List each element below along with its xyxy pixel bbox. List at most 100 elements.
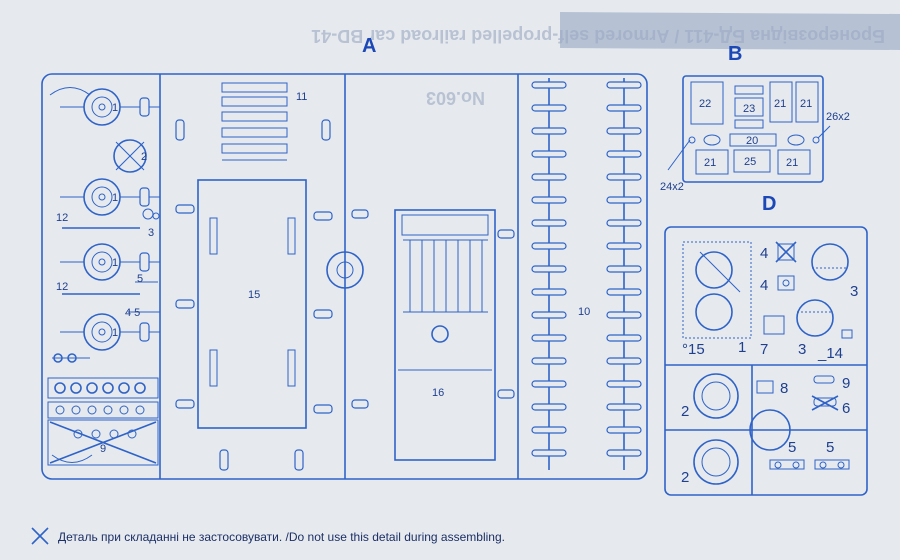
svg-text:11: 11 — [296, 91, 307, 103]
ladder-rung — [606, 334, 642, 342]
footer-text: Деталь при складанні не застосовувати. /… — [58, 530, 505, 544]
svg-text:10: 10 — [578, 306, 590, 318]
ladder-rung — [606, 81, 642, 89]
ladder-rung — [531, 242, 567, 250]
svg-text:3: 3 — [148, 227, 154, 239]
part-5b: 5 — [814, 439, 850, 470]
svg-text:2: 2 — [141, 151, 147, 163]
part-4a-crossed: 4 — [760, 241, 797, 263]
svg-text:1: 1 — [112, 102, 118, 114]
svg-text:1: 1 — [112, 257, 118, 269]
svg-text:12: 12 — [56, 212, 68, 224]
sprue-b-letter: B — [728, 43, 742, 65]
svg-text:1: 1 — [112, 327, 118, 339]
qty-26x2: 26x2 — [826, 111, 850, 123]
svg-text:21: 21 — [800, 98, 812, 110]
svg-text:9: 9 — [100, 443, 106, 455]
sprue-d-letter: D — [762, 193, 776, 215]
svg-text:25: 25 — [744, 156, 756, 168]
svg-text:1: 1 — [738, 339, 746, 356]
part-15: 15 — [197, 179, 307, 429]
svg-text:15: 15 — [248, 289, 260, 301]
leader-line — [667, 139, 691, 171]
svg-text:4 5: 4 5 — [125, 307, 140, 319]
svg-text:°15: °15 — [682, 341, 705, 358]
part-21b: 21 — [795, 81, 819, 123]
ladder-rung — [531, 219, 567, 227]
svg-text:12: 12 — [56, 281, 68, 293]
part-10: 10 — [531, 78, 642, 470]
part-9-crossed: 9 — [47, 419, 159, 466]
ladder-rung — [531, 403, 567, 411]
ladder-rung — [606, 104, 642, 112]
svg-text:2: 2 — [681, 469, 689, 486]
part-15-d: °15 1 — [682, 241, 752, 358]
gate — [51, 454, 93, 463]
svg-text:5: 5 — [137, 273, 143, 285]
wheel-part-1b: 1 — [60, 178, 160, 216]
part-21a: 21 — [769, 81, 793, 123]
wheel-part-1d: 1 — [60, 313, 160, 351]
qty-24x2: 24x2 — [660, 181, 684, 193]
svg-text:8: 8 — [780, 380, 788, 397]
svg-text:5: 5 — [788, 439, 796, 456]
part-21c: 21 — [695, 149, 729, 175]
ladder-rung — [531, 127, 567, 135]
ladder-rung — [606, 127, 642, 135]
svg-text:5: 5 — [826, 439, 834, 456]
part-3a: 3 — [811, 243, 858, 300]
ladder-rung — [531, 81, 567, 89]
disc-part — [326, 251, 364, 289]
part-12a: 12 — [56, 212, 140, 229]
part-5: 5 — [135, 273, 158, 285]
svg-text:4: 4 — [760, 277, 768, 294]
part-23: 23 — [734, 85, 764, 129]
ladder-rung — [531, 449, 567, 457]
svg-text:23: 23 — [743, 103, 755, 115]
ladder-rung — [606, 380, 642, 388]
ladder-rung — [606, 426, 642, 434]
cross-mark-icon — [31, 527, 49, 545]
wheel-part-1c: 1 — [60, 243, 160, 281]
ladder-rung — [606, 357, 642, 365]
part-14: _14 — [817, 329, 853, 362]
gate — [49, 87, 91, 96]
banner: Бронерозвідна БД-411 / Armored self-prop… — [311, 12, 900, 108]
part-4b: 4 — [760, 275, 795, 294]
footer-note: Деталь при складанні не застосовувати. /… — [31, 527, 505, 545]
ladder-rung — [531, 150, 567, 158]
ladder-rung — [531, 311, 567, 319]
ladder-rung — [531, 357, 567, 365]
svg-text:21: 21 — [786, 157, 798, 169]
ladder-rung — [531, 265, 567, 273]
ladder-rung — [606, 150, 642, 158]
part-16: 16 — [394, 209, 496, 461]
ladder-rung — [606, 403, 642, 411]
banner-bar — [560, 12, 900, 50]
part-5a: 5 — [769, 439, 805, 470]
svg-text:21: 21 — [704, 157, 716, 169]
part-3b: 3 — [796, 299, 834, 358]
ladder-rung — [606, 242, 642, 250]
svg-text:16: 16 — [432, 387, 444, 399]
sprue-b-frame — [682, 75, 824, 183]
part-22: 22 — [690, 81, 724, 125]
sprue-b: B 22 23 21 21 20 21 25 21 24x2 26x2 — [660, 43, 850, 193]
sprue-a-letter: A — [362, 35, 376, 57]
svg-text:_14: _14 — [817, 345, 843, 362]
ladder-rung — [531, 426, 567, 434]
part-21d: 21 — [777, 149, 811, 175]
ladder-rung — [531, 196, 567, 204]
model-number: No.603 — [426, 88, 485, 108]
banner-title: Бронерозвідна БД-411 / Armored self-prop… — [311, 26, 885, 46]
ladder-rung — [606, 265, 642, 273]
rung-group — [531, 81, 642, 457]
part-11: 11 — [221, 82, 307, 161]
part-8: 8 — [756, 380, 788, 397]
ladder-rung — [606, 196, 642, 204]
svg-text:21: 21 — [774, 98, 786, 110]
sprue-d: D °15 1 4 4 3 7 3 — [664, 193, 868, 496]
svg-text:1: 1 — [112, 192, 118, 204]
